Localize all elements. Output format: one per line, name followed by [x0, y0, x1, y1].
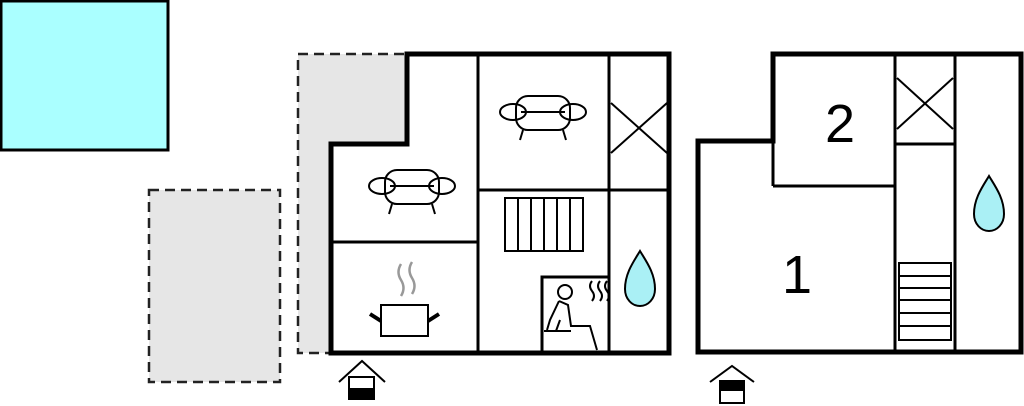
- room-number-2: 2: [825, 94, 855, 154]
- terrace: [147, 188, 282, 384]
- pool: [0, 0, 170, 152]
- water-drop-icon: [973, 175, 1005, 232]
- outer-wall: [328, 51, 672, 356]
- closet-cross-icon: [610, 102, 668, 154]
- radiator-icon: [504, 197, 584, 252]
- entrance-icon: [338, 359, 386, 400]
- staircase-icon: [898, 262, 952, 341]
- upper-floor: 2 1: [695, 51, 1024, 404]
- kitchen-pot-icon: [368, 261, 441, 337]
- closet-cross-icon: [896, 77, 954, 130]
- entrance-icon: [709, 364, 755, 404]
- outer-wall: [695, 51, 1024, 355]
- sauna-icon: [540, 275, 611, 355]
- ground-floor: [328, 51, 672, 400]
- room-number-1: 1: [782, 245, 812, 305]
